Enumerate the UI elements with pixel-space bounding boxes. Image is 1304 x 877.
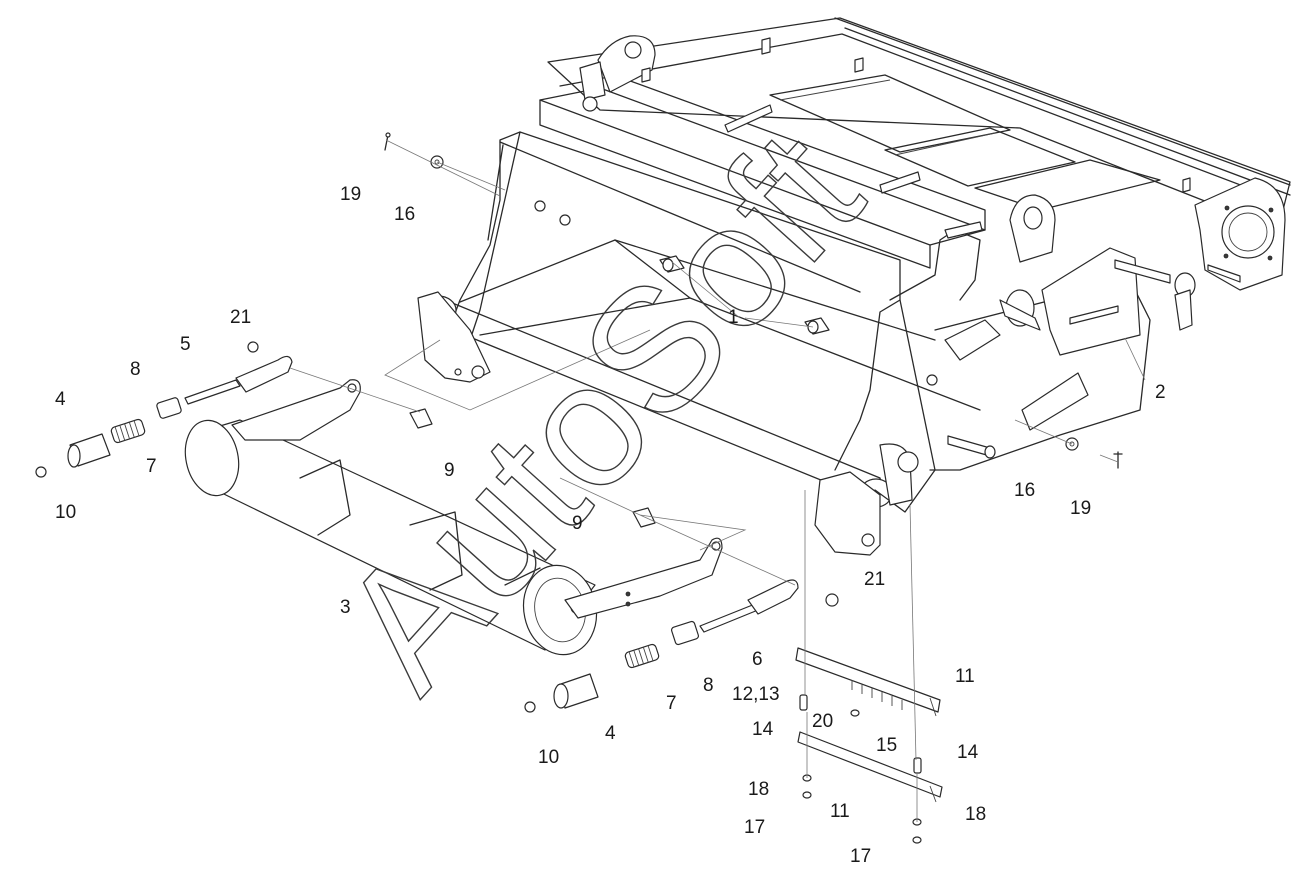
callout-9-upper: 9 bbox=[444, 460, 455, 481]
callout-8-left: 8 bbox=[130, 359, 141, 380]
callout-5: 5 bbox=[180, 334, 191, 355]
main-frame bbox=[417, 17, 1291, 556]
callout-8-right: 8 bbox=[703, 675, 714, 696]
callout-19-upper: 19 bbox=[340, 184, 361, 205]
callout-7-left: 7 bbox=[146, 456, 157, 477]
watermark-text: AutoSoft bbox=[303, 96, 897, 725]
callout-15: 15 bbox=[876, 735, 897, 756]
callout-11-lower: 11 bbox=[830, 801, 850, 822]
callout-17-left: 17 bbox=[744, 817, 765, 838]
callout-21-upper: 21 bbox=[230, 307, 251, 328]
callout-16-lower: 16 bbox=[1014, 480, 1035, 501]
callout-6: 6 bbox=[752, 649, 763, 670]
callout-1: 1 bbox=[728, 307, 739, 328]
callout-10-left: 10 bbox=[55, 502, 76, 523]
callout-4-right: 4 bbox=[605, 723, 616, 744]
callout-4-left: 4 bbox=[55, 389, 66, 410]
callout-19-lower: 19 bbox=[1070, 498, 1091, 519]
callout-12-13: 12,13 bbox=[732, 684, 780, 705]
callout-labels: 1 2 3 4 4 5 6 7 7 8 8 9 9 10 10 11 11 12… bbox=[55, 184, 1166, 867]
callout-10-right: 10 bbox=[538, 747, 559, 768]
callout-9-lower: 9 bbox=[572, 513, 583, 534]
callout-18-right: 18 bbox=[965, 804, 986, 825]
callout-16-upper: 16 bbox=[394, 204, 415, 225]
watermark: AutoSoft bbox=[303, 95, 898, 726]
callout-7-right: 7 bbox=[666, 693, 677, 714]
callout-18-left: 18 bbox=[748, 779, 769, 800]
callout-20: 20 bbox=[812, 711, 833, 732]
callout-11-upper: 11 bbox=[955, 666, 975, 687]
callout-17-right: 17 bbox=[850, 846, 871, 867]
hardware-parts bbox=[35, 132, 1123, 844]
callout-14-right: 14 bbox=[957, 742, 979, 763]
callout-2: 2 bbox=[1155, 382, 1166, 403]
callout-3: 3 bbox=[340, 597, 351, 618]
roller bbox=[184, 379, 723, 656]
leader-lines bbox=[289, 139, 1146, 822]
callout-21-lower: 21 bbox=[864, 569, 885, 590]
callout-14-left: 14 bbox=[752, 719, 774, 740]
